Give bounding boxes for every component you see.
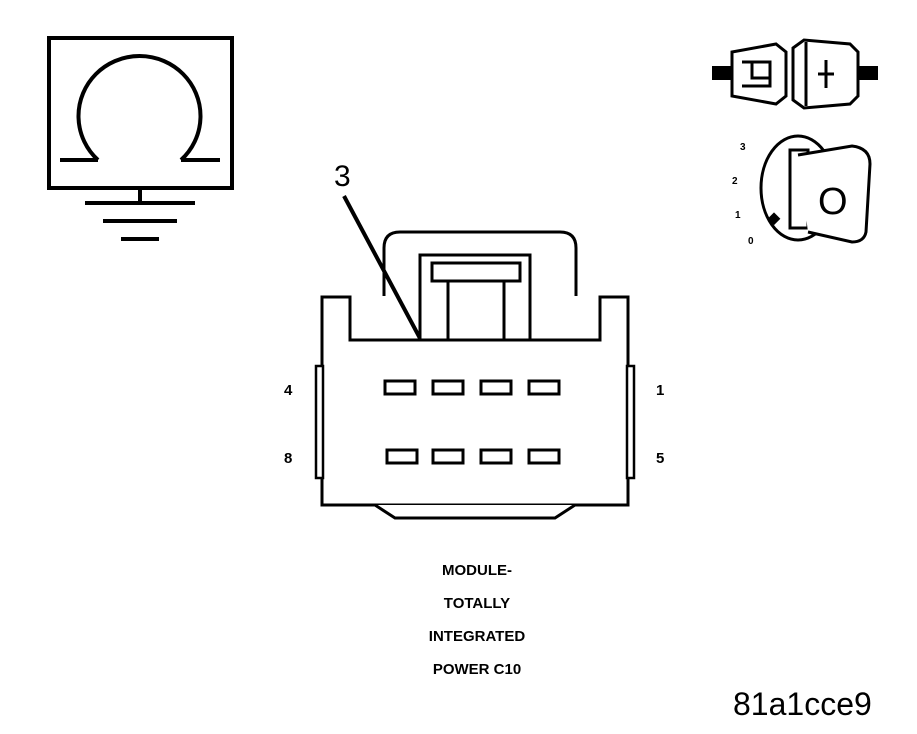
cavity-7: [431, 448, 465, 465]
connector-disconnect-icon: [712, 38, 878, 110]
caption-line-2: TOTALLY: [444, 595, 510, 612]
ignition-position-3: 3: [740, 142, 746, 153]
connector-c10: 4 1 8 5: [284, 230, 664, 520]
cavity-2: [479, 379, 513, 396]
ignition-position-1: 1: [735, 210, 741, 221]
cavity-8: [385, 448, 419, 465]
figure-id: 81a1cce9: [733, 686, 872, 722]
connector-caption: MODULE- TOTALLY INTEGRATED POWER C10: [429, 562, 526, 678]
cavity-3: [431, 379, 465, 396]
ignition-key-label: O: [818, 181, 848, 223]
caption-line-4: POWER C10: [433, 661, 521, 678]
cavity-6: [479, 448, 513, 465]
cavity-5: [527, 448, 561, 465]
pin-label-5: 5: [656, 450, 664, 467]
ignition-key-icon: 3 2 1 0 O: [732, 134, 872, 247]
caption-line-1: MODULE-: [442, 562, 512, 579]
cavity-1: [527, 379, 561, 396]
pin-label-4: 4: [284, 382, 293, 399]
pin-label-8: 8: [284, 450, 292, 467]
cavity-4: [383, 379, 417, 396]
ohmmeter-ground-icon: [47, 36, 234, 241]
callout-label: 3: [334, 160, 351, 193]
ignition-position-0: 0: [748, 236, 754, 247]
ignition-position-2: 2: [732, 176, 738, 187]
caption-line-3: INTEGRATED: [429, 628, 526, 645]
pin-label-1: 1: [656, 382, 664, 399]
